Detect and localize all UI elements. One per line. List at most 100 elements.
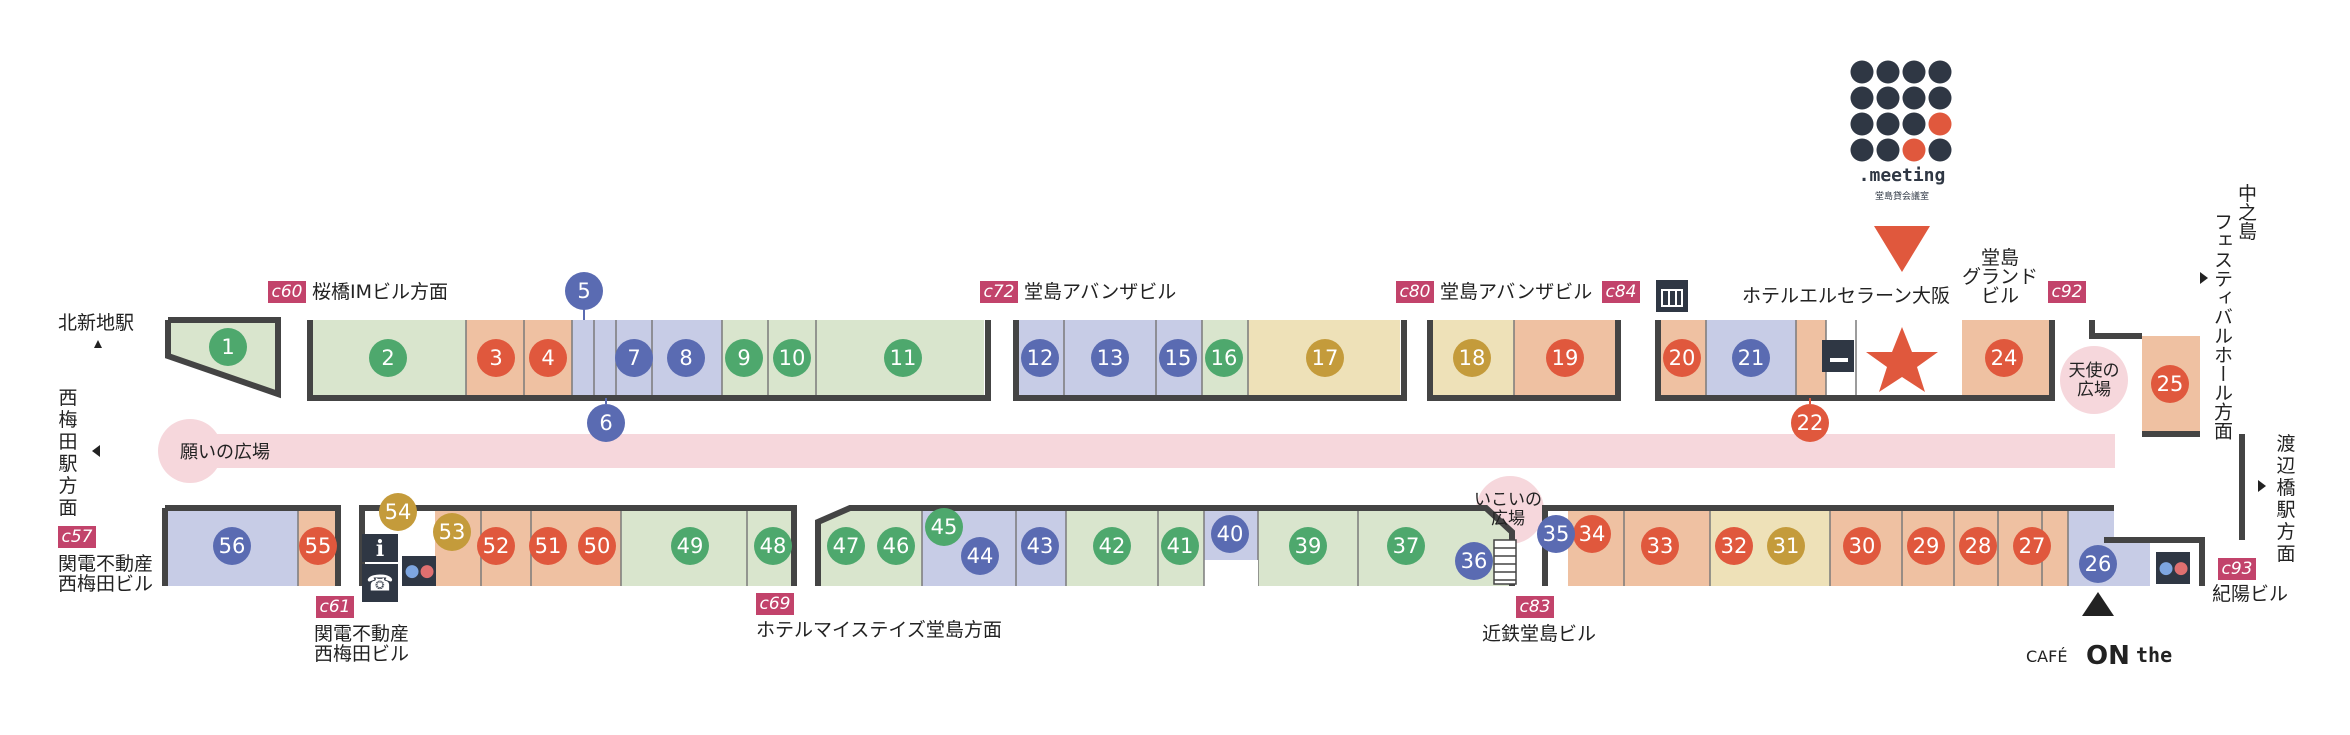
shop-12[interactable]: 12 bbox=[1021, 339, 1059, 377]
shop-3[interactable]: 3 bbox=[477, 339, 515, 377]
negai-plaza-circle bbox=[158, 419, 222, 483]
exit-c69[interactable]: c69 bbox=[756, 593, 794, 615]
svg-text:c92: c92 bbox=[2052, 282, 2083, 302]
svg-text:53: 53 bbox=[439, 520, 466, 544]
shop-5[interactable]: 5 bbox=[565, 272, 603, 310]
shop-33[interactable]: 33 bbox=[1641, 527, 1679, 565]
shop-36[interactable]: 36 bbox=[1455, 542, 1493, 580]
shop-31[interactable]: 31 bbox=[1767, 527, 1805, 565]
exit-c92[interactable]: c92 bbox=[2048, 281, 2086, 303]
svg-text:24: 24 bbox=[1991, 346, 2018, 370]
shop-32[interactable]: 32 bbox=[1715, 527, 1753, 565]
meeting-logo-dot bbox=[1876, 86, 1900, 110]
shop-6[interactable]: 6 bbox=[587, 404, 625, 442]
shop-42[interactable]: 42 bbox=[1093, 527, 1131, 565]
svg-text:31: 31 bbox=[1773, 534, 1800, 558]
elevator-icon bbox=[1656, 280, 1688, 312]
svg-text:c61: c61 bbox=[320, 597, 351, 617]
shop-51[interactable]: 51 bbox=[529, 527, 567, 565]
shop-45[interactable]: 45 bbox=[925, 508, 963, 546]
shop-53[interactable]: 53 bbox=[433, 513, 471, 551]
svg-text:8: 8 bbox=[679, 346, 692, 370]
nishiumeda-arrow-icon bbox=[92, 445, 100, 457]
shop-35[interactable]: 35 bbox=[1537, 515, 1575, 553]
svg-text:3: 3 bbox=[489, 346, 502, 370]
cafe-on-the-logo: CAFÉ ON the bbox=[2026, 641, 2172, 671]
shop-29[interactable]: 29 bbox=[1907, 527, 1945, 565]
svg-text:方: 方 bbox=[2276, 521, 2295, 543]
svg-text:49: 49 bbox=[677, 534, 704, 558]
kanden-bottom-line-1: 関電不動産 bbox=[314, 623, 409, 645]
watanabebashi-label: 渡 辺 橋 駅 方 面 bbox=[2276, 433, 2295, 565]
svg-text:56: 56 bbox=[219, 534, 246, 558]
shop-16[interactable]: 16 bbox=[1205, 339, 1243, 377]
shop-48[interactable]: 48 bbox=[754, 527, 792, 565]
shop-21[interactable]: 21 bbox=[1732, 339, 1770, 377]
svg-text:5: 5 bbox=[577, 279, 590, 303]
shop-34[interactable]: 34 bbox=[1573, 515, 1611, 553]
shop-1[interactable]: 1 bbox=[209, 328, 247, 366]
exit-c80[interactable]: c80 bbox=[1396, 281, 1434, 303]
building-walls bbox=[162, 317, 2245, 586]
shop-49[interactable]: 49 bbox=[671, 527, 709, 565]
shop-37[interactable]: 37 bbox=[1387, 527, 1425, 565]
shop-44[interactable]: 44 bbox=[961, 537, 999, 575]
tenshi-plaza-line-2: 広場 bbox=[2077, 380, 2111, 400]
svg-text:4: 4 bbox=[541, 346, 554, 370]
meeting-logo-dot bbox=[1902, 138, 1926, 162]
shop-8[interactable]: 8 bbox=[667, 339, 705, 377]
svg-text:19: 19 bbox=[1552, 346, 1579, 370]
shop-26[interactable]: 26 bbox=[2079, 545, 2117, 583]
svg-text:c60: c60 bbox=[272, 282, 303, 302]
shop-56[interactable]: 56 bbox=[213, 527, 251, 565]
shop-40[interactable]: 40 bbox=[1211, 515, 1249, 553]
shop-28[interactable]: 28 bbox=[1959, 527, 1997, 565]
shop-41[interactable]: 41 bbox=[1161, 527, 1199, 565]
shop-39[interactable]: 39 bbox=[1289, 527, 1327, 565]
shop-50[interactable]: 50 bbox=[578, 527, 616, 565]
svg-text:41: 41 bbox=[1167, 534, 1194, 558]
svg-text:47: 47 bbox=[833, 534, 860, 558]
svg-text:c83: c83 bbox=[1520, 597, 1551, 617]
shop-4[interactable]: 4 bbox=[529, 339, 567, 377]
svg-text:37: 37 bbox=[1393, 534, 1420, 558]
shop-17[interactable]: 17 bbox=[1306, 339, 1344, 377]
svg-text:面: 面 bbox=[58, 497, 77, 519]
svg-text:43: 43 bbox=[1027, 534, 1054, 558]
shop-20[interactable]: 20 bbox=[1663, 339, 1701, 377]
meeting-title: .meeting bbox=[1859, 165, 1946, 186]
dojima-grand-line-2: グランド bbox=[1962, 266, 2038, 288]
exit-c72[interactable]: c72 bbox=[980, 281, 1018, 303]
exit-c57[interactable]: c57 bbox=[58, 526, 96, 548]
shop-52[interactable]: 52 bbox=[477, 527, 515, 565]
shop-46[interactable]: 46 bbox=[877, 527, 915, 565]
shop-25[interactable]: 25 bbox=[2151, 365, 2189, 403]
exit-c61[interactable]: c61 bbox=[316, 596, 354, 618]
shop-27[interactable]: 27 bbox=[2013, 527, 2051, 565]
exit-c93[interactable]: c93 bbox=[2218, 558, 2256, 580]
shop-11[interactable]: 11 bbox=[884, 339, 922, 377]
shop-15[interactable]: 15 bbox=[1159, 339, 1197, 377]
shop-18[interactable]: 18 bbox=[1453, 339, 1491, 377]
shop-2[interactable]: 2 bbox=[369, 339, 407, 377]
shop-22[interactable]: 22 bbox=[1791, 404, 1829, 442]
shop-7[interactable]: 7 bbox=[615, 339, 653, 377]
shop-43[interactable]: 43 bbox=[1021, 527, 1059, 565]
shop-10[interactable]: 10 bbox=[773, 339, 811, 377]
svg-text:中之島: 中之島 bbox=[2235, 183, 2257, 241]
exit-c83[interactable]: c83 bbox=[1516, 596, 1554, 618]
shop-24[interactable]: 24 bbox=[1985, 339, 2023, 377]
exit-c60[interactable]: c60 bbox=[268, 281, 306, 303]
shop-9[interactable]: 9 bbox=[725, 339, 763, 377]
svg-text:34: 34 bbox=[1579, 522, 1606, 546]
shop-30[interactable]: 30 bbox=[1843, 527, 1881, 565]
shop-19[interactable]: 19 bbox=[1546, 339, 1584, 377]
svg-text:42: 42 bbox=[1099, 534, 1126, 558]
shop-55[interactable]: 55 bbox=[299, 527, 337, 565]
hotel-elcerran-label: ホテルエルセラーン大阪 bbox=[1742, 285, 1950, 307]
shop-47[interactable]: 47 bbox=[827, 527, 865, 565]
shop-54[interactable]: 54 bbox=[379, 493, 417, 531]
shop-13[interactable]: 13 bbox=[1091, 339, 1129, 377]
exit-c84[interactable]: c84 bbox=[1602, 281, 1640, 303]
svg-text:27: 27 bbox=[2019, 534, 2046, 558]
